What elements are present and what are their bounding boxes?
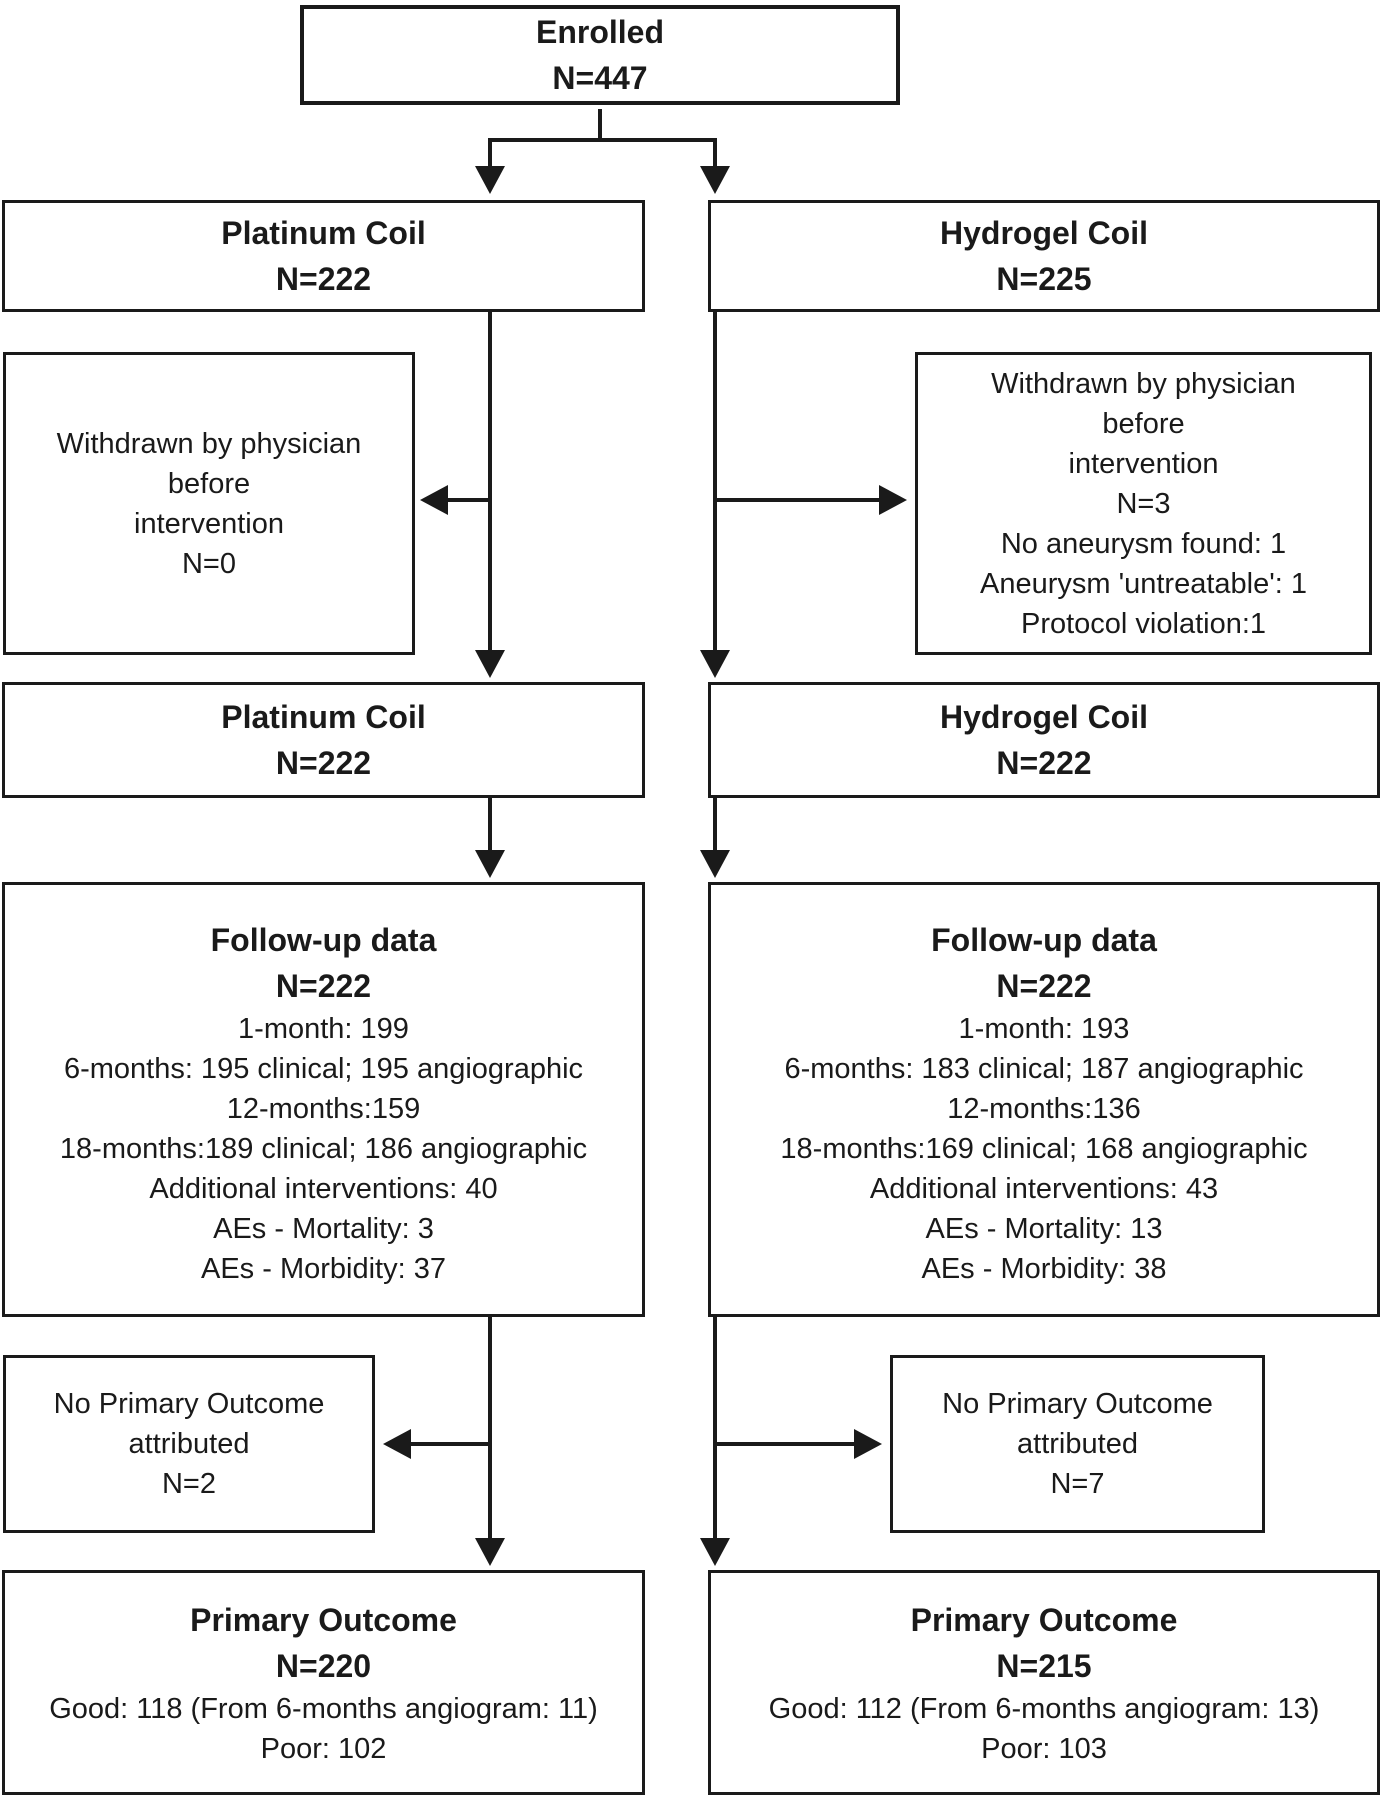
withdrawn-right-reason: Aneurysm 'untreatable': 1 xyxy=(979,567,1308,600)
primary-left-detail: Good: 118 (From 6-months angiogram: 11) xyxy=(49,1692,598,1725)
npo-left-line: attributed xyxy=(128,1428,250,1460)
npo-right-count: N=7 xyxy=(1050,1468,1105,1500)
npo-right-line: No Primary Outcome xyxy=(942,1388,1213,1420)
npo-left-count: N=2 xyxy=(161,1468,216,1500)
followup-right-detail: 18-months:169 clinical; 168 angiographic xyxy=(780,1132,1308,1165)
withdrawn-left-line: before xyxy=(167,467,251,500)
followup-right-detail: AEs - Morbidity: 38 xyxy=(921,1252,1167,1285)
no-primary-outcome-left-box: No Primary Outcome attributed N=2 xyxy=(3,1355,375,1533)
enrolled-box: Enrolled N=447 xyxy=(300,5,900,105)
platinum-arm-count: N=222 xyxy=(275,261,372,297)
hydrogel-arm-box: Hydrogel Coil N=225 xyxy=(708,200,1380,312)
hydrogel-arm-title: Hydrogel Coil xyxy=(939,215,1148,251)
followup-left-detail: AEs - Mortality: 3 xyxy=(213,1212,434,1245)
withdrawn-right-count: N=3 xyxy=(1116,487,1171,520)
withdrawn-right-reason: Protocol violation:1 xyxy=(1020,607,1267,640)
followup-left-count: N=222 xyxy=(275,967,372,1004)
primary-left-count: N=220 xyxy=(275,1647,372,1684)
followup-right-title: Follow-up data xyxy=(931,921,1157,958)
primary-outcome-right-box: Primary Outcome N=215 Good: 112 (From 6-… xyxy=(708,1570,1380,1795)
followup-left-detail: Additional interventions: 40 xyxy=(149,1172,498,1205)
followup-right-detail: AEs - Mortality: 13 xyxy=(925,1212,1163,1245)
withdrawn-left-line: intervention xyxy=(134,507,284,540)
followup-left-detail: 18-months:189 clinical; 186 angiographic xyxy=(59,1132,588,1165)
primary-left-title: Primary Outcome xyxy=(190,1601,457,1638)
followup-left-box: Follow-up data N=222 1-month: 199 6-mont… xyxy=(2,882,645,1317)
followup-left-detail: 12-months:159 xyxy=(226,1092,421,1125)
hydrogel-arm-count: N=225 xyxy=(996,261,1092,297)
platinum-treated-title: Platinum Coil xyxy=(221,699,426,735)
primary-right-detail: Poor: 103 xyxy=(981,1732,1107,1765)
primary-right-detail: Good: 112 (From 6-months angiogram: 13) xyxy=(768,1692,1320,1725)
primary-outcome-left-box: Primary Outcome N=220 Good: 118 (From 6-… xyxy=(2,1570,645,1795)
followup-left-detail: 1-month: 199 xyxy=(238,1012,409,1045)
platinum-arm-box: Platinum Coil N=222 xyxy=(2,200,645,312)
followup-right-detail: 6-months: 183 clinical; 187 angiographic xyxy=(784,1052,1304,1085)
npo-left-line: No Primary Outcome xyxy=(53,1388,325,1420)
platinum-treated-count: N=222 xyxy=(275,745,372,781)
platinum-arm-title: Platinum Coil xyxy=(221,215,426,251)
primary-right-title: Primary Outcome xyxy=(910,1601,1178,1638)
enrolled-count: N=447 xyxy=(552,60,648,96)
hydrogel-treated-box: Hydrogel Coil N=222 xyxy=(708,682,1380,798)
enrolled-title: Enrolled xyxy=(535,14,664,50)
withdrawn-right-line: intervention xyxy=(1068,447,1219,480)
followup-right-detail: 12-months:136 xyxy=(947,1092,1141,1125)
withdrawn-left-line: Withdrawn by physician xyxy=(56,427,362,460)
withdrawn-right-box: Withdrawn by physician before interventi… xyxy=(915,352,1372,655)
followup-left-detail: AEs - Morbidity: 37 xyxy=(201,1252,446,1285)
followup-left-detail: 6-months: 195 clinical; 195 angiographic xyxy=(63,1052,584,1085)
primary-right-count: N=215 xyxy=(996,1647,1092,1684)
primary-left-detail: Poor: 102 xyxy=(260,1732,387,1765)
withdrawn-left-box: Withdrawn by physician before interventi… xyxy=(3,352,415,655)
followup-right-count: N=222 xyxy=(996,967,1092,1004)
withdrawn-right-line: Withdrawn by physician xyxy=(991,367,1296,400)
followup-left-title: Follow-up data xyxy=(210,921,437,958)
followup-right-detail: 1-month: 193 xyxy=(958,1012,1130,1045)
platinum-treated-box: Platinum Coil N=222 xyxy=(2,682,645,798)
hydrogel-treated-count: N=222 xyxy=(996,745,1092,781)
followup-right-box: Follow-up data N=222 1-month: 193 6-mont… xyxy=(708,882,1380,1317)
followup-right-detail: Additional interventions: 43 xyxy=(869,1172,1219,1205)
withdrawn-right-reason: No aneurysm found: 1 xyxy=(1000,527,1287,560)
withdrawn-left-count: N=0 xyxy=(181,547,236,580)
withdrawn-right-line: before xyxy=(1102,407,1185,440)
npo-right-line: attributed xyxy=(1017,1428,1138,1460)
hydrogel-treated-title: Hydrogel Coil xyxy=(939,699,1148,735)
no-primary-outcome-right-box: No Primary Outcome attributed N=7 xyxy=(890,1355,1265,1533)
